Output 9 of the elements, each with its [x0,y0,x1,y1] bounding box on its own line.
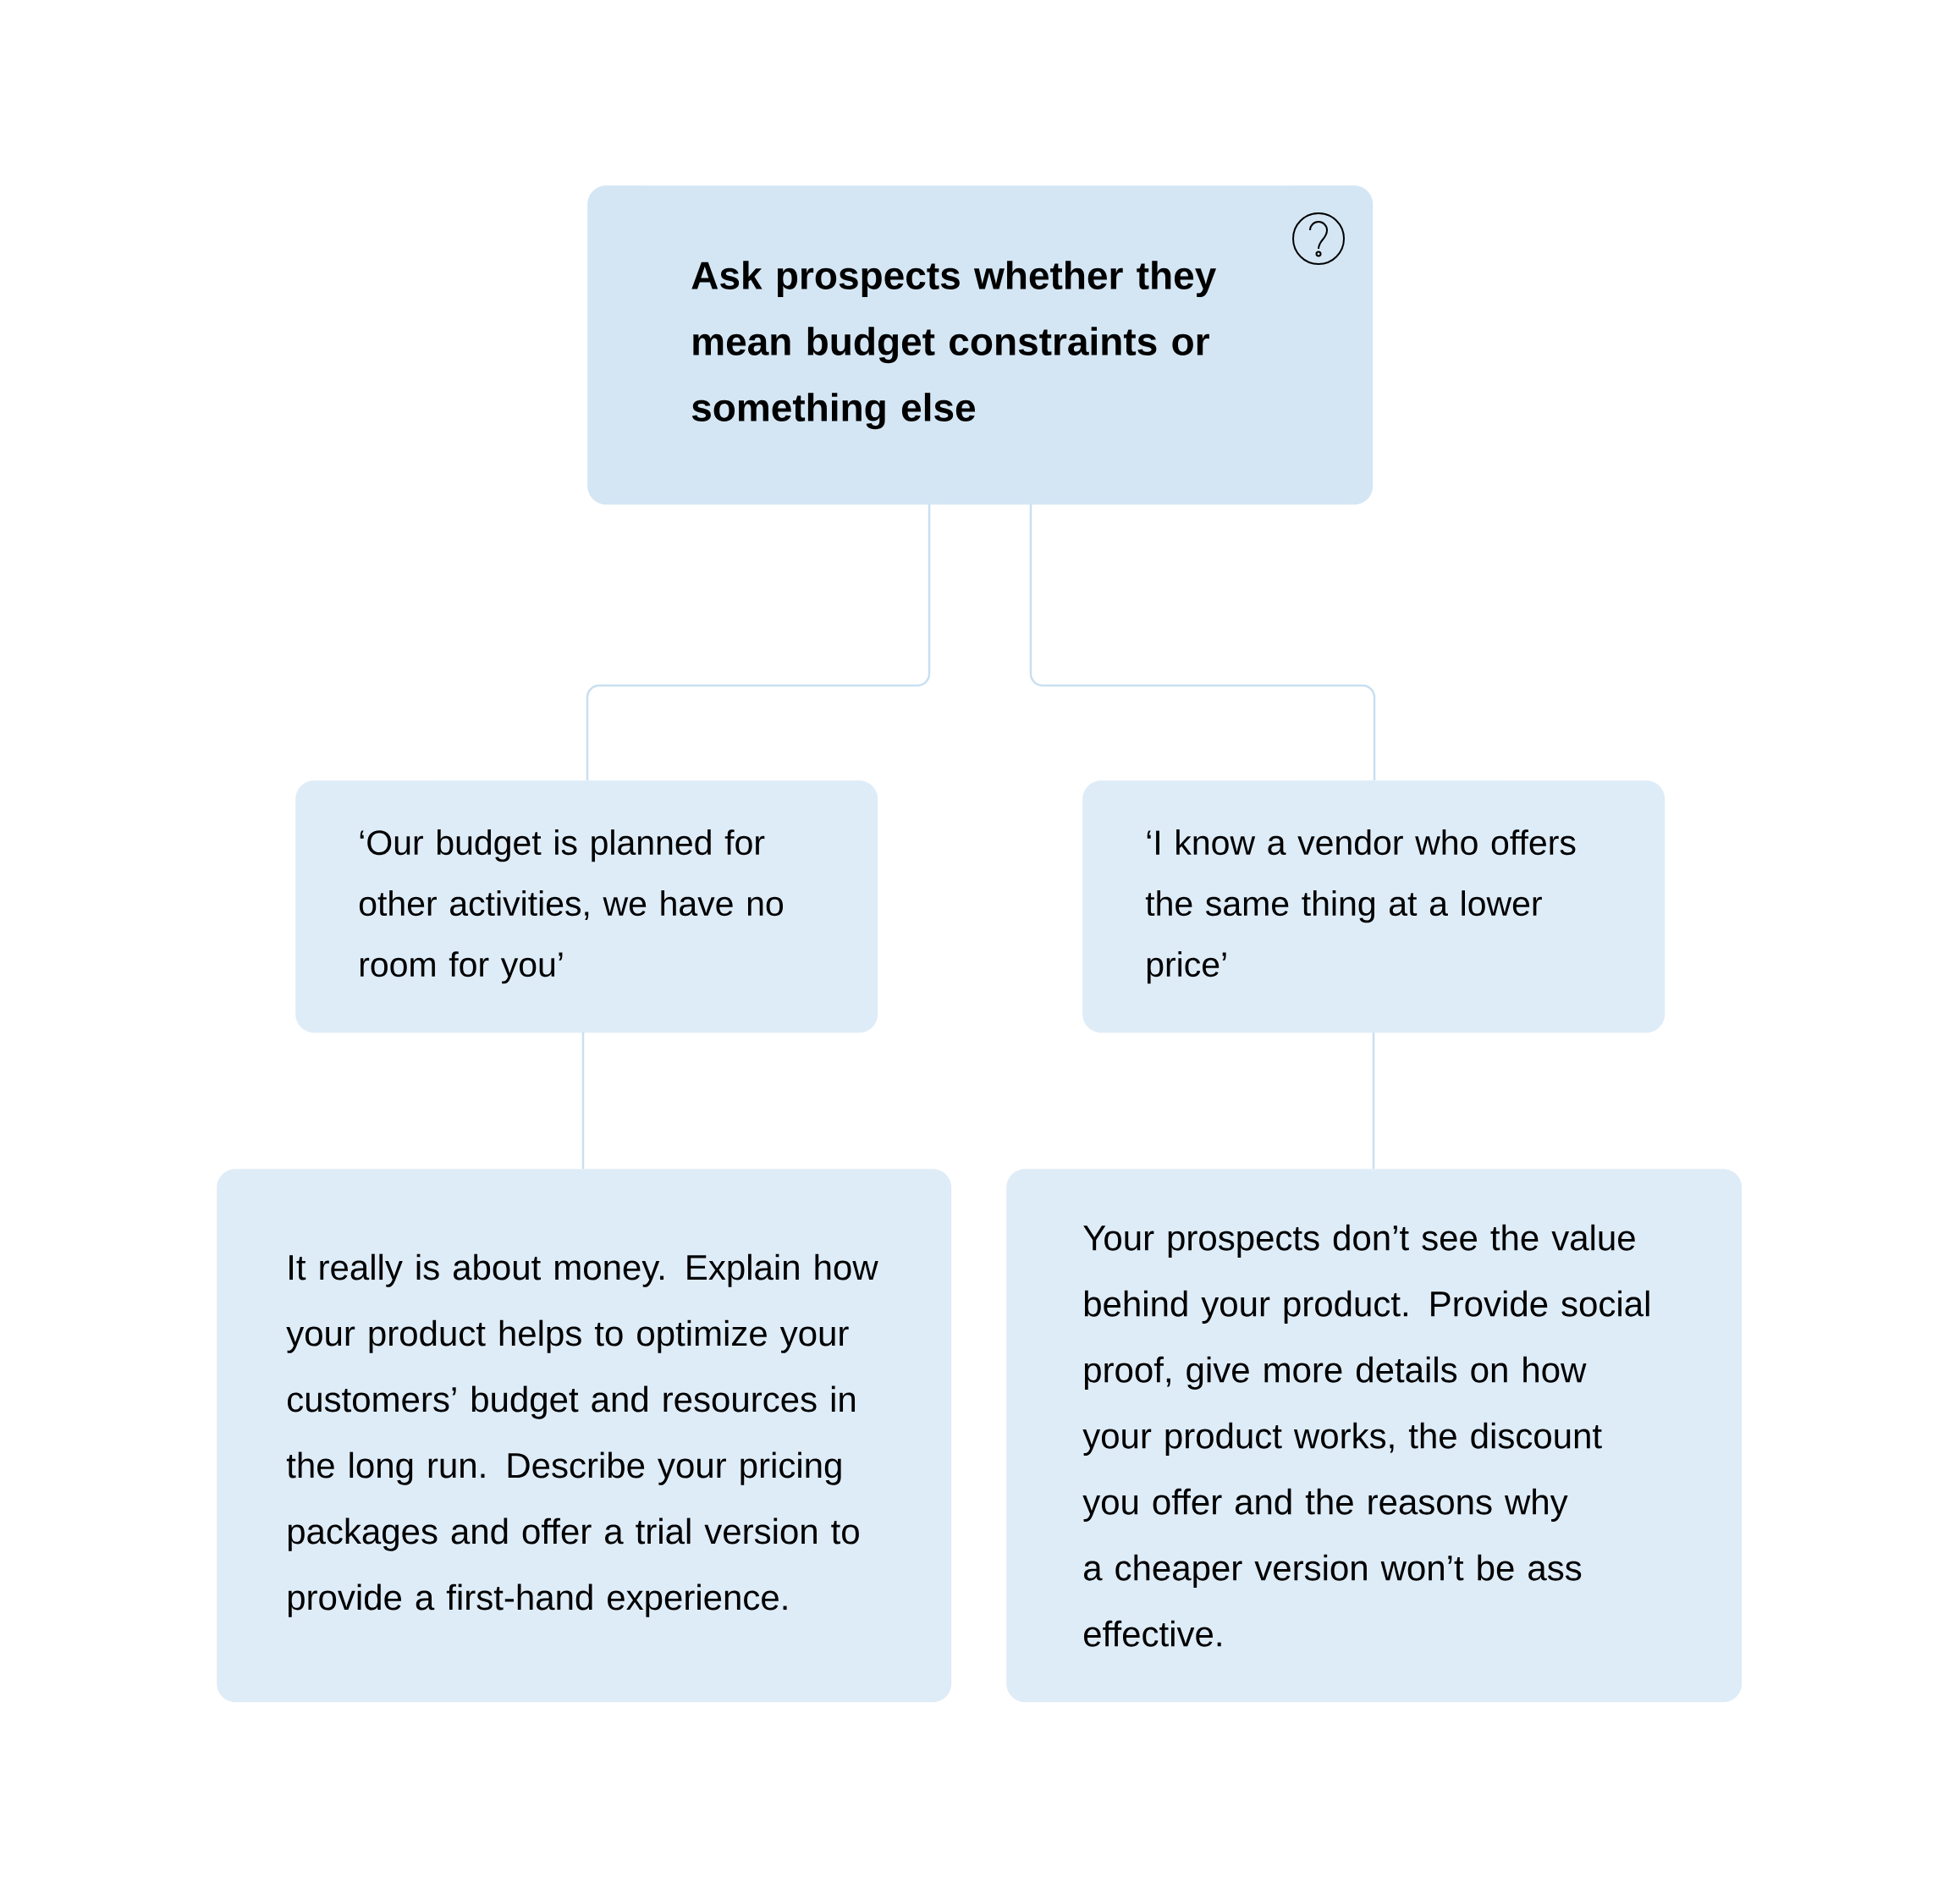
connector-line [1029,504,1376,780]
connector-line [586,504,931,780]
text-box: ‘I know a vendor who offers the same thing at a lower price’ [1082,780,1665,1033]
text-box: It really is about money. Explain how your product helps to optimize your customers’ budget and resources in the long run. Describe your pricing packages and offer a trial version to provide a first-hand experience. [217,1169,952,1703]
connector-line [1372,1033,1375,1169]
text-box: Your prospects don’t see the value behind your product. Provide social proof, give more details on how your product works, the discount you offer and the reasons why a cheaper version won’t be ass effective. [1006,1169,1743,1703]
text-box: ‘Our budget is planned for other activities, we have no room for you’ [295,780,878,1033]
connector-line [581,1033,585,1169]
text-box: Ask prospects whether they mean budget constraints or something else [587,185,1374,505]
